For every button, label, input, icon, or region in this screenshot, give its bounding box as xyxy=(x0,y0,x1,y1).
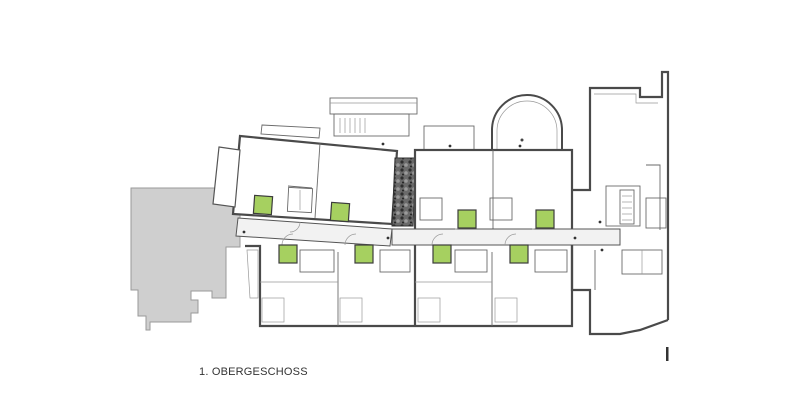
green-courtyard-icon xyxy=(354,244,374,264)
green-courtyard-icon xyxy=(535,209,555,229)
green-courtyard-icon xyxy=(278,244,298,264)
stone-wall-icon xyxy=(391,157,417,227)
markers xyxy=(242,142,604,252)
right-wing xyxy=(570,70,670,336)
green-courtyard-icon xyxy=(329,201,351,223)
courtyards xyxy=(252,194,555,264)
green-courtyard-icon xyxy=(252,194,274,216)
corridor-right xyxy=(391,228,621,246)
lower-block xyxy=(245,244,574,328)
green-courtyard-icon xyxy=(432,244,452,264)
rounded-tower xyxy=(491,94,563,151)
plan-caption: 1. OBERGESCHOSS xyxy=(199,366,308,378)
scale-bar-icon xyxy=(666,347,669,361)
rear-wing xyxy=(329,97,475,151)
green-courtyard-icon xyxy=(509,244,529,264)
left-wing xyxy=(212,124,399,226)
neighbor-building xyxy=(130,187,241,331)
corridor-left xyxy=(235,217,393,247)
green-courtyard-icon xyxy=(457,209,477,229)
